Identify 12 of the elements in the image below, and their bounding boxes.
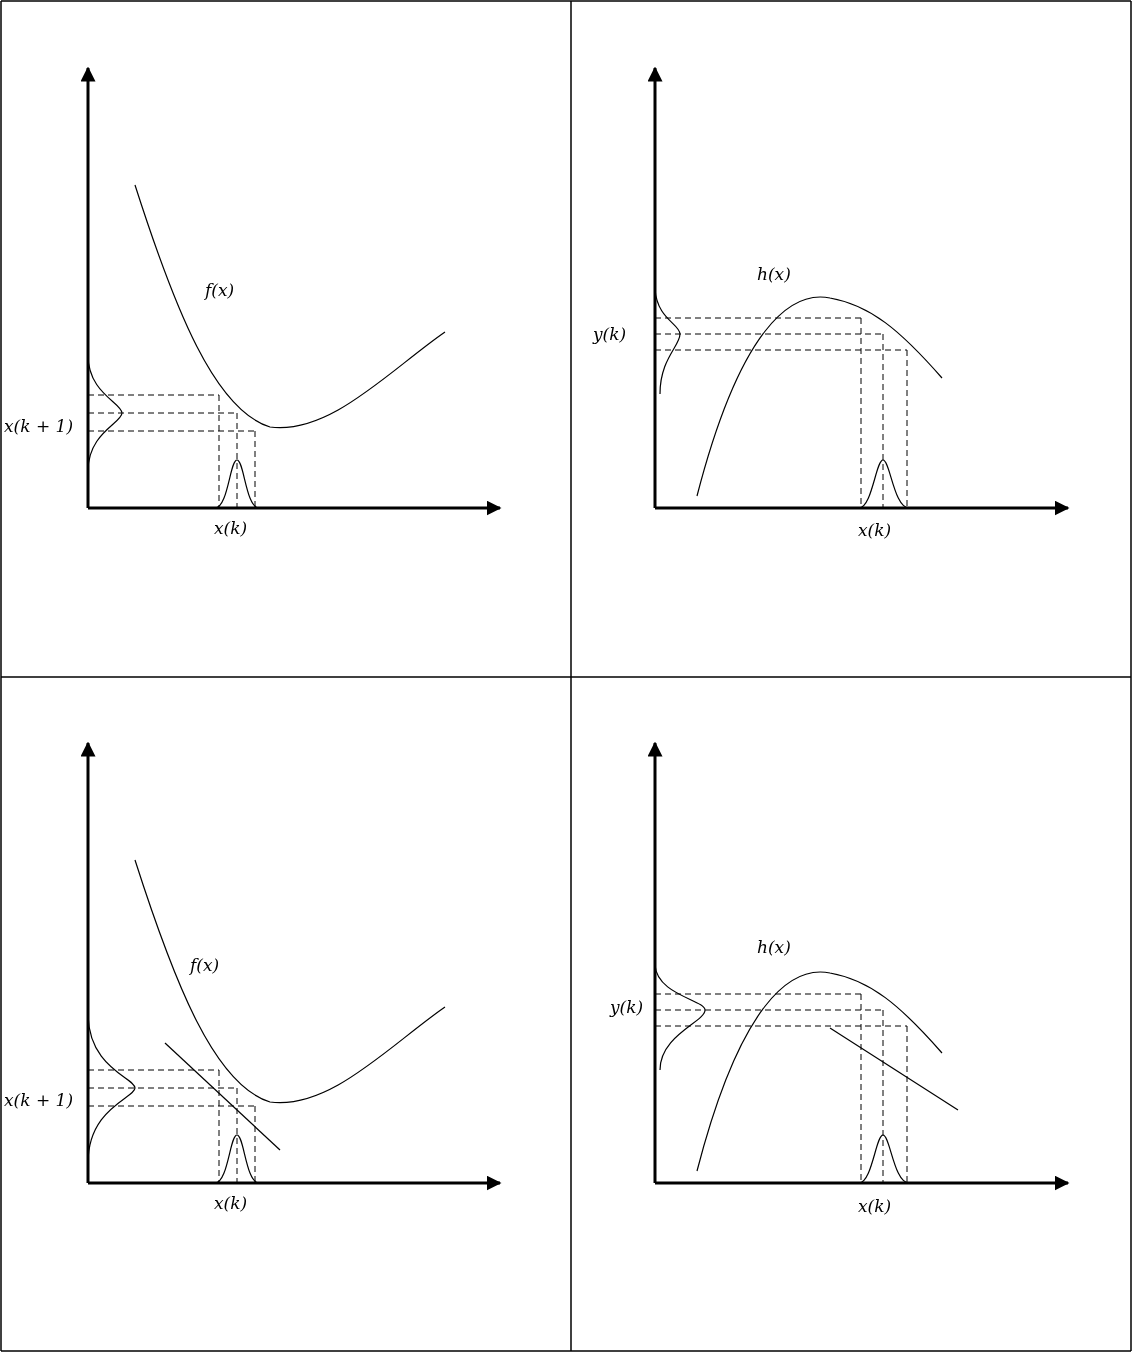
axis-label: x(k) [858,1196,892,1216]
curve-label: f(x) [205,280,235,300]
axis-label: y(k) [610,997,644,1017]
axis-label: x(k + 1) [4,1090,74,1110]
curve-label: h(x) [757,937,791,957]
axis-label: x(k) [214,1193,248,1213]
curve-label: h(x) [757,264,791,284]
axis-label: x(k) [214,518,248,538]
axis-label: x(k + 1) [4,416,74,436]
axis-label: y(k) [593,324,627,344]
curve-label: f(x) [190,955,220,975]
axis-label: x(k) [858,520,892,540]
